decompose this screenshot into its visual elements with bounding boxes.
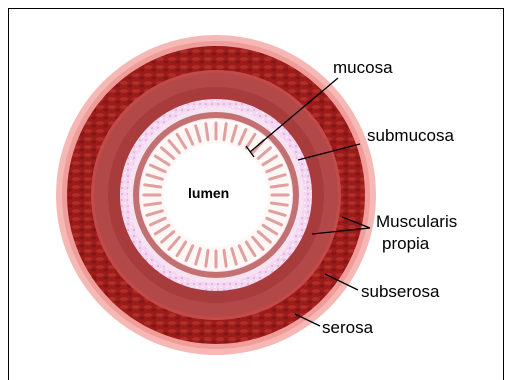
subserosa-label: subserosa (361, 282, 440, 301)
mucosa-label: mucosa (333, 58, 393, 77)
submucosa-label: submucosa (367, 126, 454, 145)
lumen-label: lumen (188, 185, 229, 201)
serosa-label: serosa (322, 318, 374, 337)
muscularis-label-line2: propia (382, 234, 430, 253)
muscularis-label-line1: Muscularis (376, 212, 457, 231)
